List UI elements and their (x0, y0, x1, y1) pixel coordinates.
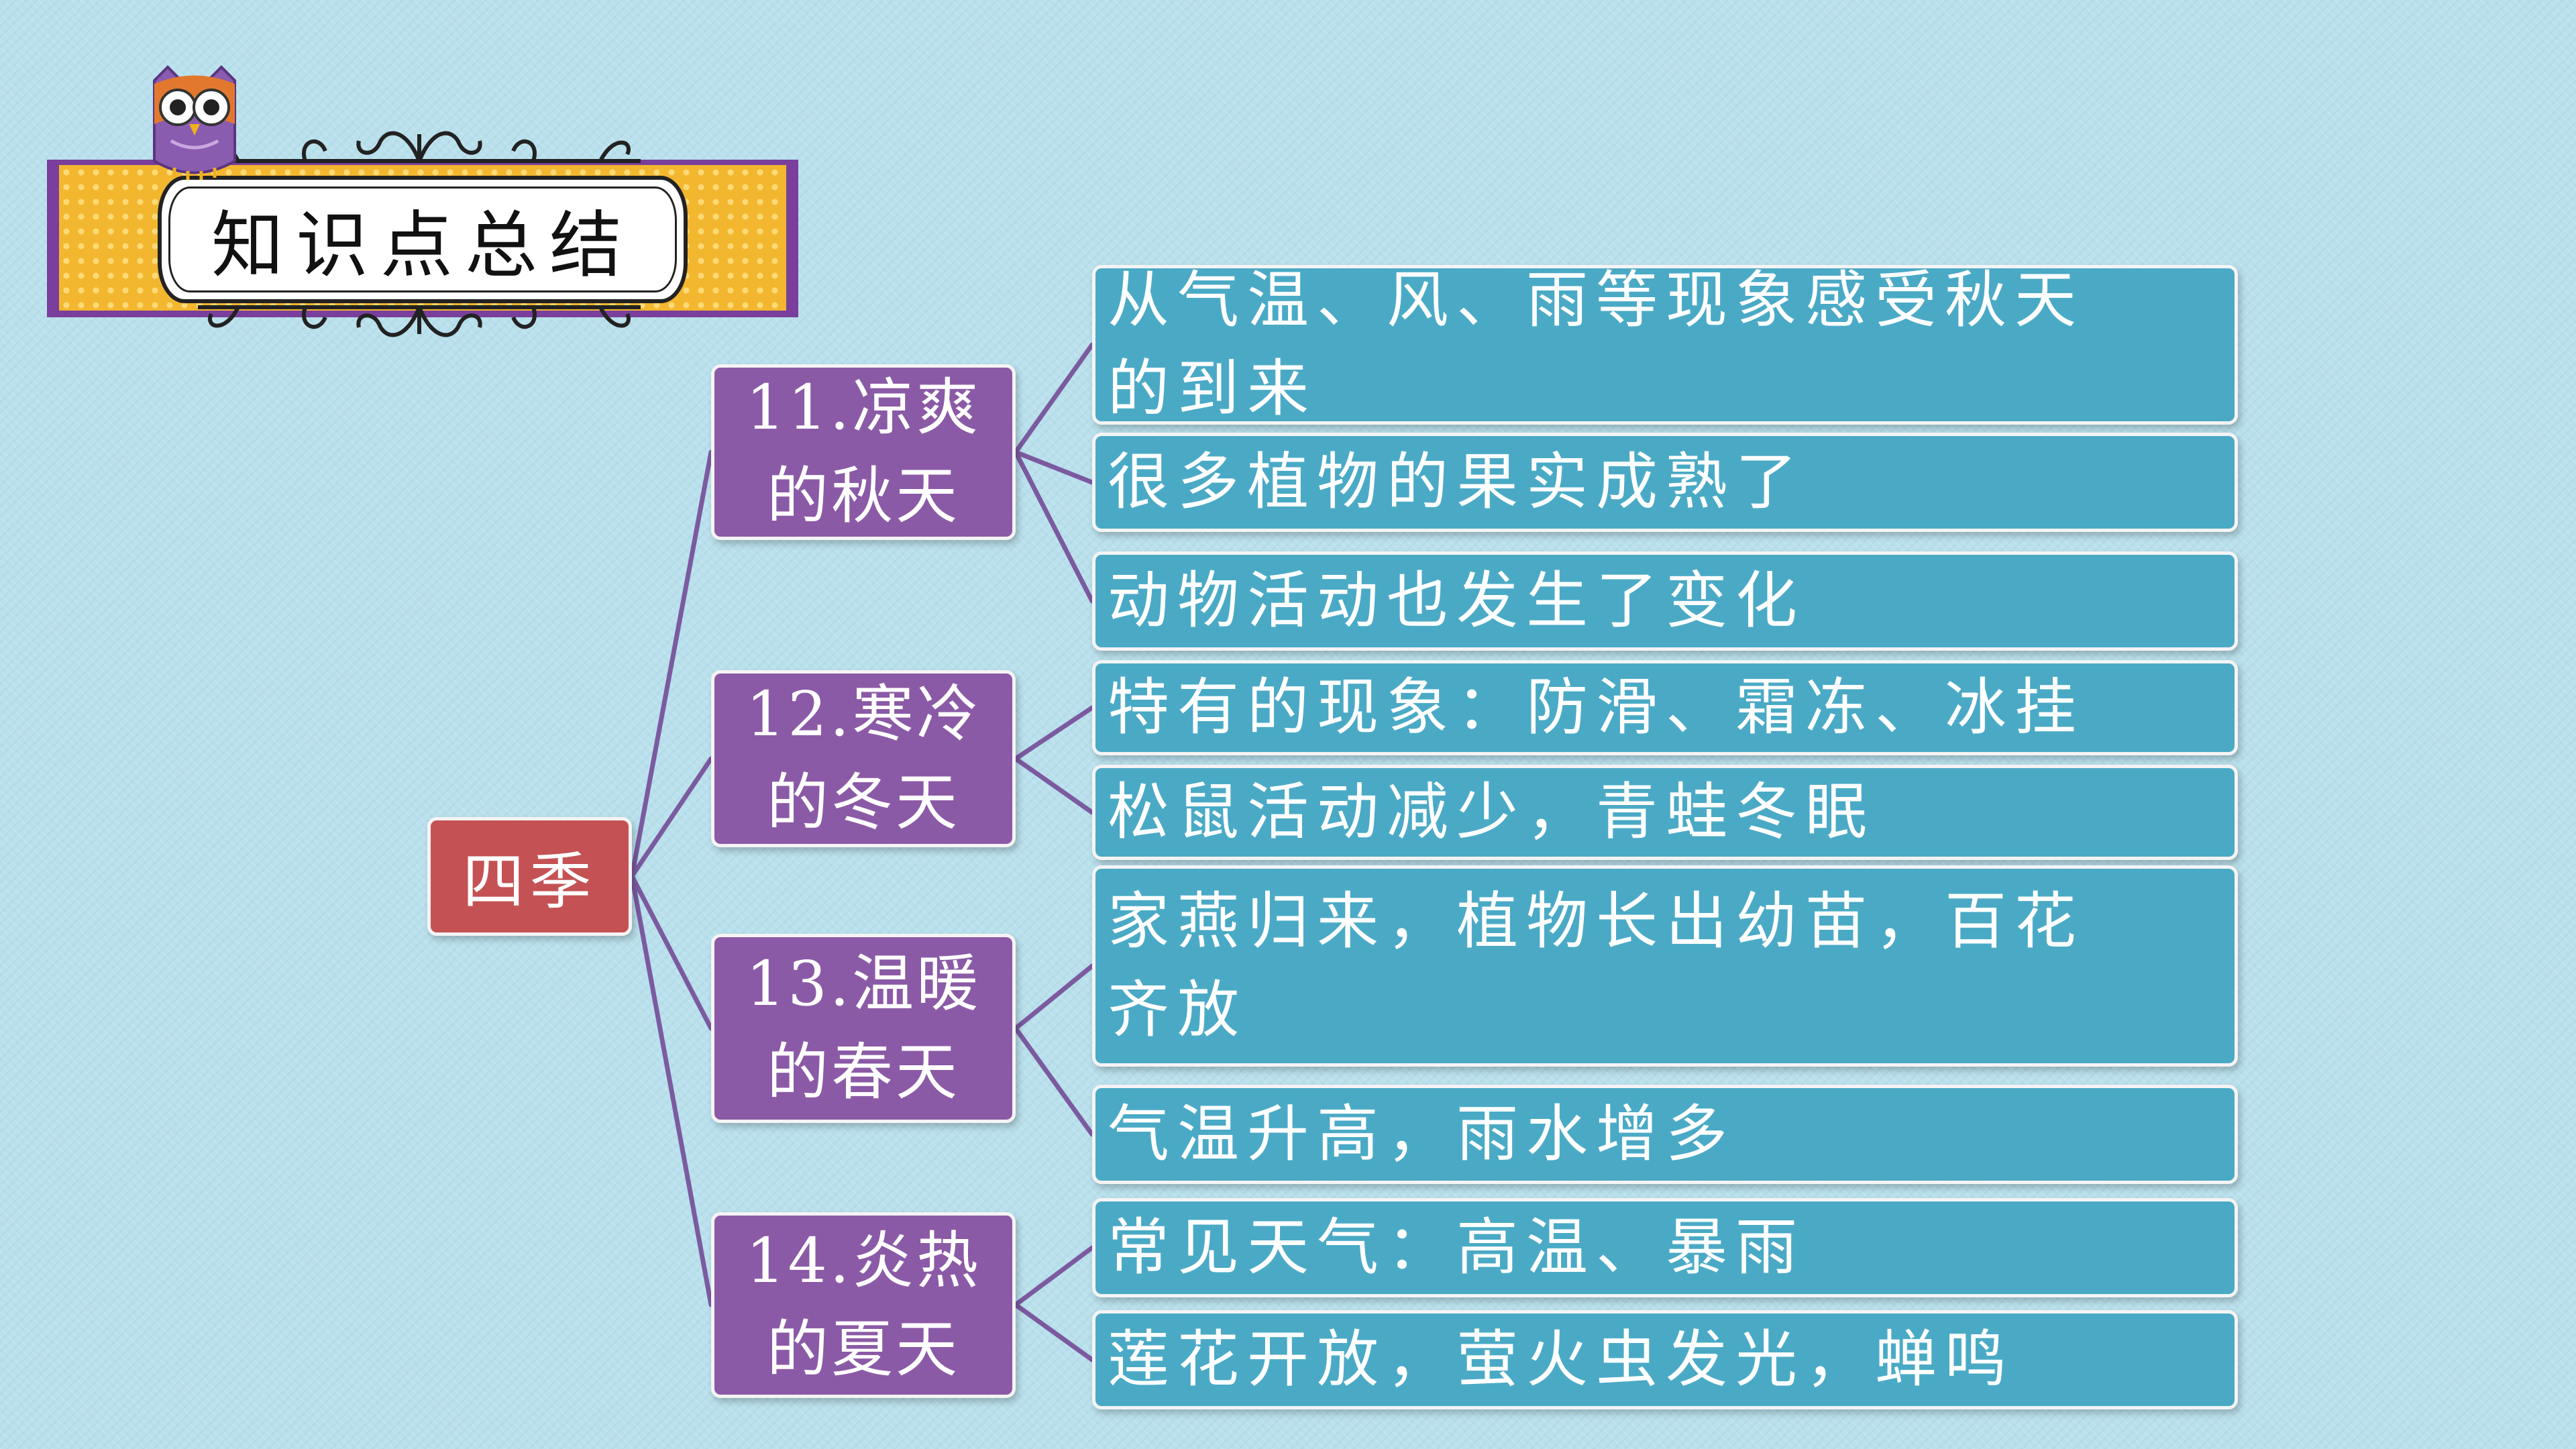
leaf-text-line: 常见天气：高温、暴雨 (1108, 1212, 1806, 1283)
leaf-text-line: 家燕归来，植物长出幼苗，百花 (1108, 885, 2085, 957)
topic-label-line: 12.寒冷 (745, 678, 981, 750)
leaf-node: 很多植物的果实成熟了 (1092, 433, 2238, 532)
title-plaque: 知识点总结 (158, 176, 688, 303)
topic-node-summer: 14.炎热 的夏天 (711, 1212, 1016, 1398)
topic-label-line: 14.炎热 (745, 1224, 981, 1297)
page-title: 知识点总结 (211, 204, 634, 288)
top-flourish-ornament (198, 131, 641, 163)
leaf-text-line: 从气温、风、雨等现象感受秋天 (1108, 264, 2085, 336)
leaf-text-line: 松鼠活动减少，青蛙冬眠 (1108, 776, 1876, 848)
leaf-node: 从气温、风、雨等现象感受秋天 的到来 (1092, 264, 2238, 425)
title-banner: 知识点总结 (47, 60, 805, 342)
leaf-node: 气温升高，雨水增多 (1092, 1085, 2238, 1184)
topic-node-autumn: 11.凉爽 的秋天 (711, 364, 1016, 540)
topic-to-leaf-connector (1013, 1245, 1095, 1307)
root-label: 四季 (462, 846, 597, 918)
topic-to-leaf-connector (1013, 963, 1095, 1031)
topic-to-leaf-connector (1013, 449, 1095, 485)
root-node-four-seasons: 四季 (427, 817, 632, 936)
leaf-text-line: 动物活动也发生了变化 (1108, 565, 1806, 637)
topic-label-line: 的夏天 (766, 1313, 960, 1385)
bottom-flourish-ornament (198, 305, 641, 337)
leaf-node: 家燕归来，植物长出幼苗，百花 齐放 (1092, 865, 2238, 1067)
topic-node-winter: 12.寒冷 的冬天 (711, 670, 1016, 847)
leaf-text-line: 特有的现象：防滑、霜冻、冰挂 (1108, 672, 2085, 743)
leaf-text-line: 气温升高，雨水增多 (1108, 1098, 1736, 1170)
leaf-node: 特有的现象：防滑、霜冻、冰挂 (1092, 660, 2238, 755)
root-to-topic-connector (629, 873, 714, 1031)
root-to-topic-connector (629, 449, 714, 879)
leaf-node: 松鼠活动减少，青蛙冬眠 (1092, 765, 2238, 860)
topic-to-leaf-connector (1013, 449, 1095, 604)
topic-to-leaf-connector (1013, 756, 1095, 815)
topic-node-spring: 13.温暖 的春天 (711, 934, 1016, 1123)
root-to-topic-connector (629, 756, 714, 879)
topic-to-leaf-connector (1013, 1026, 1095, 1137)
leaf-text-line: 的到来 (1108, 353, 1318, 425)
leaf-node: 莲花开放，萤火虫发光，蝉鸣 (1092, 1310, 2238, 1409)
topic-label-line: 13.温暖 (745, 948, 981, 1020)
topic-to-leaf-connector (1013, 705, 1095, 761)
owl-icon (153, 65, 236, 180)
leaf-node: 常见天气：高温、暴雨 (1092, 1198, 2238, 1297)
topic-to-leaf-connector (1013, 1302, 1095, 1362)
leaf-text-line: 很多植物的果实成熟了 (1108, 446, 1806, 518)
root-to-topic-connector (629, 873, 714, 1307)
topic-label-line: 的春天 (766, 1036, 960, 1108)
topic-to-leaf-connector (1013, 342, 1095, 455)
leaf-text-line: 齐放 (1108, 974, 1248, 1046)
topic-label-line: 的冬天 (766, 767, 960, 839)
topic-label-line: 11.凉爽 (745, 372, 981, 443)
leaf-node: 动物活动也发生了变化 (1092, 551, 2238, 651)
leaf-text-line: 莲花开放，萤火虫发光，蝉鸣 (1108, 1324, 2015, 1395)
topic-label-line: 的秋天 (766, 460, 960, 532)
